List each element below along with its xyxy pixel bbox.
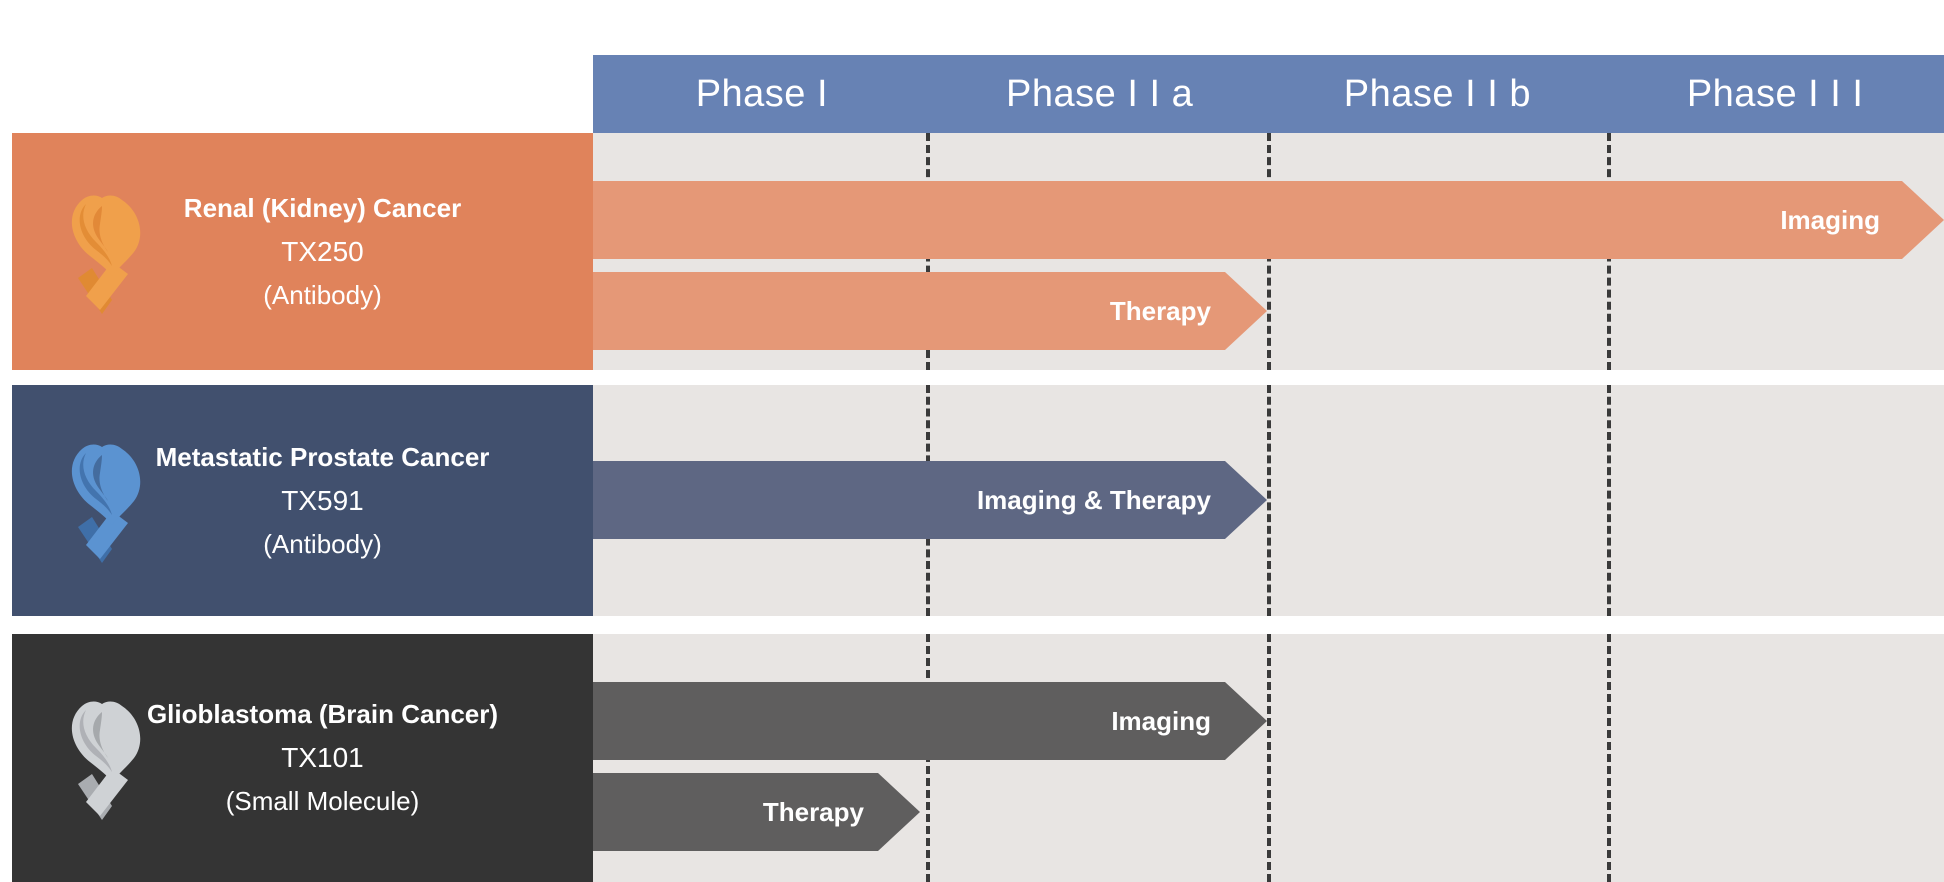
arrow-prostate-imaging-therapy: Imaging & Therapy [593, 461, 1267, 539]
phase-label: Phase I I I [1686, 72, 1864, 115]
phase-header-bar: Phase I Phase I I a Phase I I b Phase I … [593, 55, 1944, 133]
arrow-shape [593, 272, 1267, 350]
row-modality: (Antibody) [263, 279, 382, 310]
arrow-shape [593, 461, 1267, 539]
phase-header-cell-2: Phase I I a [931, 55, 1269, 133]
arrow-label: Therapy [1109, 295, 1211, 326]
row-title: Renal (Kidney) Cancer [183, 192, 462, 223]
row-label-panel-glioblastoma: Glioblastoma (Brain Cancer) TX101 (Small… [12, 634, 593, 882]
arrow-shape [593, 181, 1944, 259]
row-grid-renal: Imaging Therapy [593, 133, 1944, 370]
phase-label: Phase I I b [1343, 72, 1531, 115]
phase-divider-3 [1607, 634, 1611, 882]
phase-divider-2 [1267, 385, 1271, 616]
phase-label: Phase I [695, 72, 829, 115]
row-grid-prostate: Imaging & Therapy [593, 385, 1944, 616]
row-code: TX591 [281, 484, 364, 516]
arrow-glioblastoma-imaging: Imaging [593, 682, 1267, 760]
row-code: TX250 [281, 235, 364, 267]
phase-header-cell-4: Phase I I I [1606, 55, 1944, 133]
phase-header-cell-1: Phase I [593, 55, 931, 133]
arrow-glioblastoma-therapy: Therapy [593, 773, 920, 851]
pipeline-row-renal: Imaging Therapy Renal (Kidney) Cancer TX… [0, 133, 1944, 370]
arrow-renal-imaging: Imaging [593, 181, 1944, 259]
row-label-text-renal: Renal (Kidney) Cancer TX250 (Antibody) [12, 133, 593, 370]
row-code: TX101 [281, 742, 364, 773]
row-modality: (Antibody) [263, 528, 382, 559]
arrow-shape [593, 773, 920, 851]
phase-divider-2 [1267, 634, 1271, 882]
row-label-panel-renal: Renal (Kidney) Cancer TX250 (Antibody) [12, 133, 593, 370]
row-label-text-prostate: Metastatic Prostate Cancer TX591 (Antibo… [12, 385, 593, 616]
pipeline-row-prostate: Imaging & Therapy Metastatic Prostate Ca… [0, 385, 1944, 616]
arrow-label: Therapy [762, 796, 864, 827]
row-label-text-glioblastoma: Glioblastoma (Brain Cancer) TX101 (Small… [12, 634, 593, 882]
row-grid-glioblastoma: Imaging Therapy [593, 634, 1944, 882]
phase-label: Phase I I a [1006, 72, 1194, 115]
row-label-panel-prostate: Metastatic Prostate Cancer TX591 (Antibo… [12, 385, 593, 616]
arrow-shape [593, 682, 1267, 760]
arrow-label: Imaging & Therapy [976, 484, 1211, 515]
phase-header-cell-3: Phase I I b [1269, 55, 1607, 133]
row-modality: (Small Molecule) [225, 786, 420, 816]
arrow-renal-therapy: Therapy [593, 272, 1267, 350]
arrow-label: Imaging [1780, 204, 1880, 235]
phase-divider-3 [1607, 385, 1611, 616]
arrow-label: Imaging [1111, 705, 1211, 736]
row-title: Metastatic Prostate Cancer [155, 441, 490, 472]
pipeline-row-glioblastoma: Imaging Therapy Glioblastoma (Brain Canc… [0, 634, 1944, 882]
row-title: Glioblastoma (Brain Cancer) [146, 699, 499, 729]
